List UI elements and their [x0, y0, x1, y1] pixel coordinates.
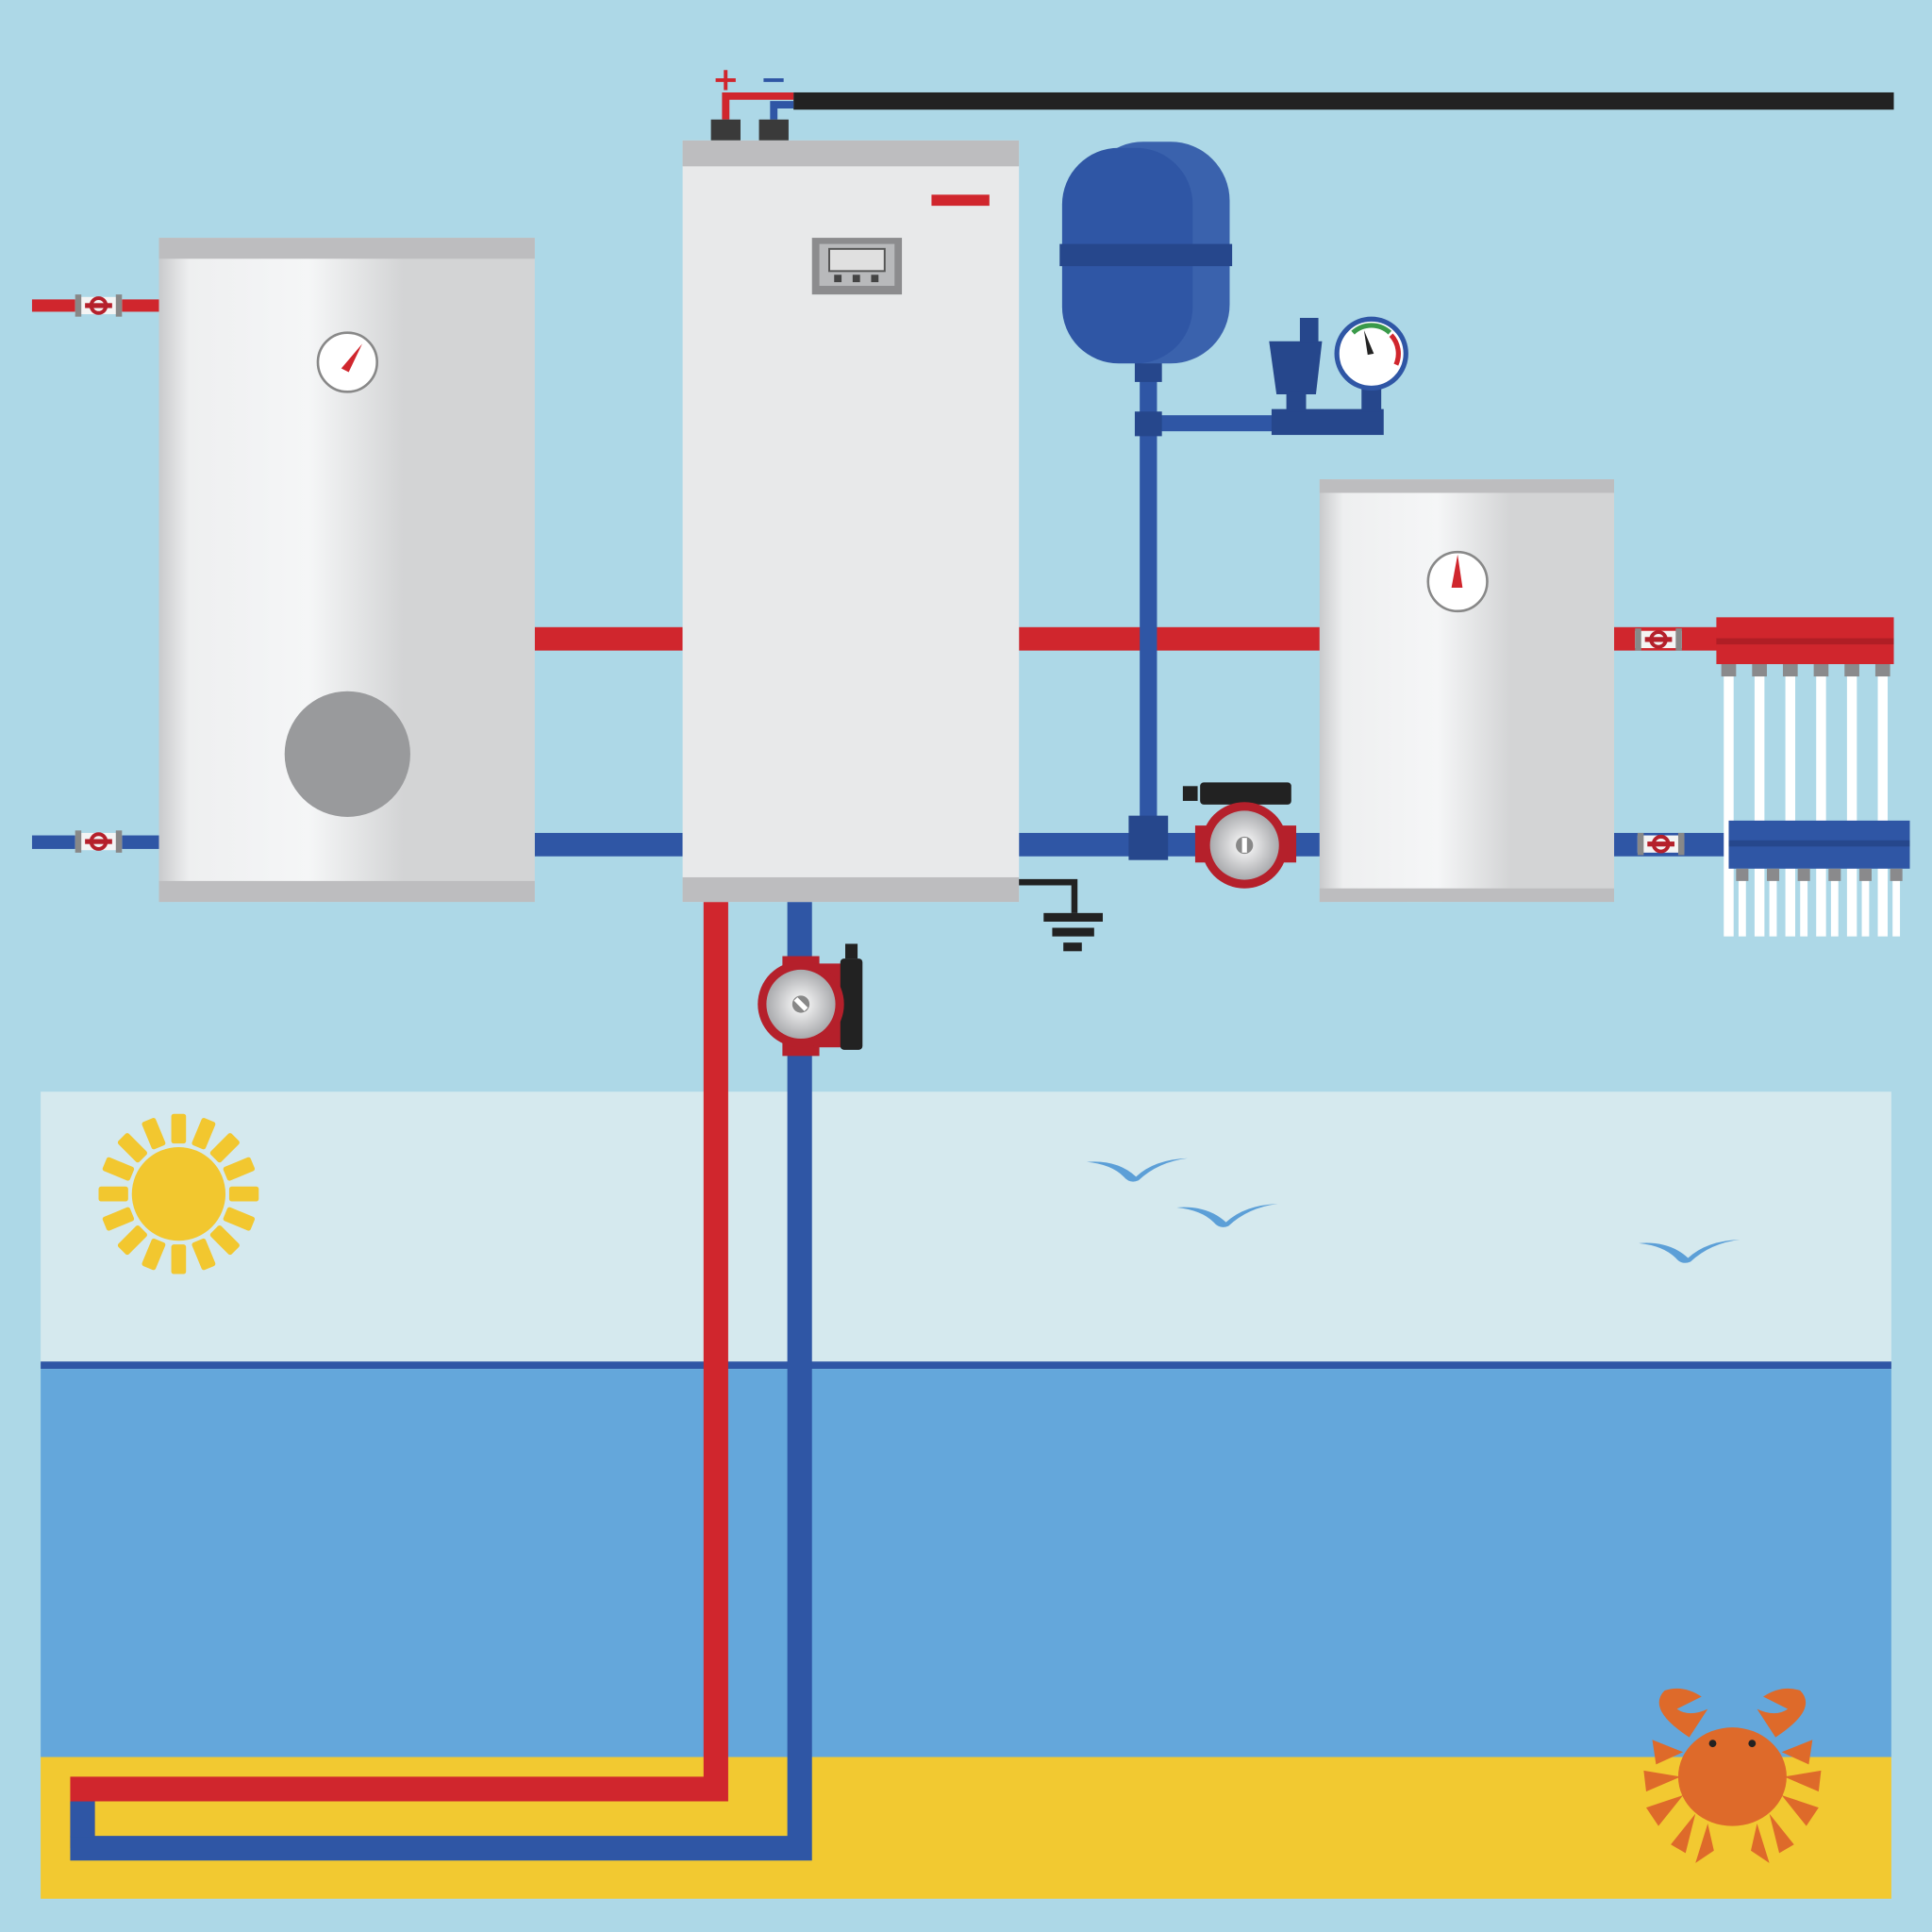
sun-ray — [142, 1117, 166, 1150]
sun-ray — [209, 1133, 240, 1163]
indicator-light — [931, 194, 990, 207]
hot-water-tank — [158, 238, 535, 903]
control-display[interactable] — [811, 238, 903, 295]
expansion-vessel — [1059, 142, 1233, 364]
valve-cold-inlet[interactable] — [73, 828, 125, 855]
sun-ray — [171, 1113, 187, 1144]
valve-manifold-supply[interactable] — [1633, 626, 1684, 653]
safety-valve[interactable] — [1269, 317, 1384, 436]
sun-ray — [223, 1157, 256, 1181]
horizon-line — [41, 1361, 1891, 1370]
sky — [41, 1091, 1891, 1363]
terminal-negative — [758, 119, 789, 141]
heating-element-flange — [284, 691, 410, 817]
ground-symbol-icon — [1019, 878, 1103, 952]
sun-ray — [192, 1117, 216, 1150]
circulation-pump-heating[interactable] — [1182, 782, 1297, 889]
sea — [41, 1369, 1891, 1757]
heat-pump-unit — [682, 140, 1020, 903]
sun-ray — [192, 1238, 216, 1271]
sun-ray — [117, 1133, 147, 1163]
pressure-gauge-icon — [1334, 316, 1408, 391]
terminal-positive — [710, 119, 741, 141]
circulation-pump-ground[interactable] — [758, 943, 863, 1057]
plus-label: + — [712, 60, 739, 98]
valve-hot-inlet[interactable] — [73, 292, 125, 319]
buffer-tank — [1319, 479, 1615, 903]
sun-ray — [228, 1186, 259, 1202]
sun-ray — [142, 1238, 166, 1271]
sun-ray — [209, 1225, 240, 1256]
underfloor-manifold — [1716, 617, 1910, 937]
power-cable — [793, 92, 1894, 110]
pipes — [31, 299, 1732, 1861]
thermometer-gauge-icon — [1426, 550, 1489, 613]
sun-icon — [98, 1113, 259, 1274]
sun-ray — [98, 1186, 128, 1202]
sun-ray — [171, 1244, 187, 1274]
thermometer-gauge-icon — [316, 331, 378, 393]
sun-ray — [102, 1157, 135, 1181]
beach-scene — [41, 1091, 1891, 1899]
sun-ray — [117, 1225, 147, 1256]
crab-icon — [1643, 1688, 1822, 1863]
valve-manifold-return[interactable] — [1635, 830, 1687, 858]
sun-ray — [102, 1207, 135, 1231]
sun-ray — [223, 1207, 256, 1231]
minus-label: − — [760, 60, 787, 98]
